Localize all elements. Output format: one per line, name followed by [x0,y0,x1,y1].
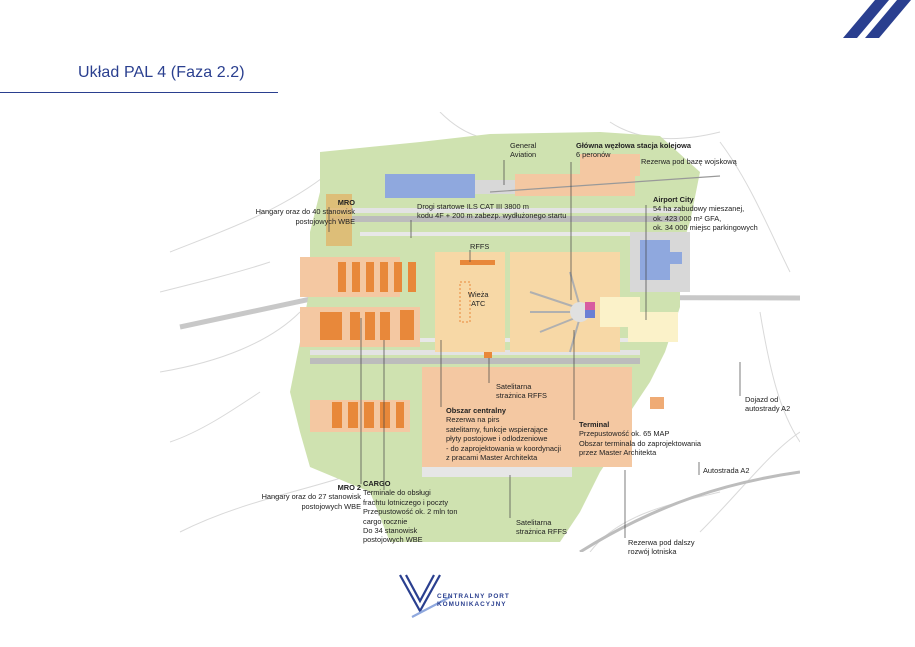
label-cargo: CARGO Terminale do obsługi frachtu lotni… [363,479,458,545]
label-main-station: Główna węzłowa stacja kolejowa 6 peronów [576,141,692,160]
slide-title: Układ PAL 4 (Faza 2.2) [78,64,245,81]
cpk-logo-mark [399,574,451,618]
corner-stripes-decoration [843,0,911,38]
label-military-reserve: Rezerwa pod bazę wojskową [641,157,737,166]
label-central-area: Obszar centralny Rezerwa na pirs satelit… [446,406,562,463]
cpk-logo-text: CENTRALNY PORT KOMUNIKACYJNY [437,593,510,608]
airport-layout-map [160,112,800,552]
label-terminal: Terminal Przepustowość ok. 65 MAP Obszar… [579,420,702,458]
label-airport-city: Airport City 54 ha zabudowy mieszanej, o… [653,195,758,233]
title-underline [0,92,278,93]
label-a2-highway: Autostrada A2 [703,466,750,475]
label-rffs: RFFS [470,242,490,251]
